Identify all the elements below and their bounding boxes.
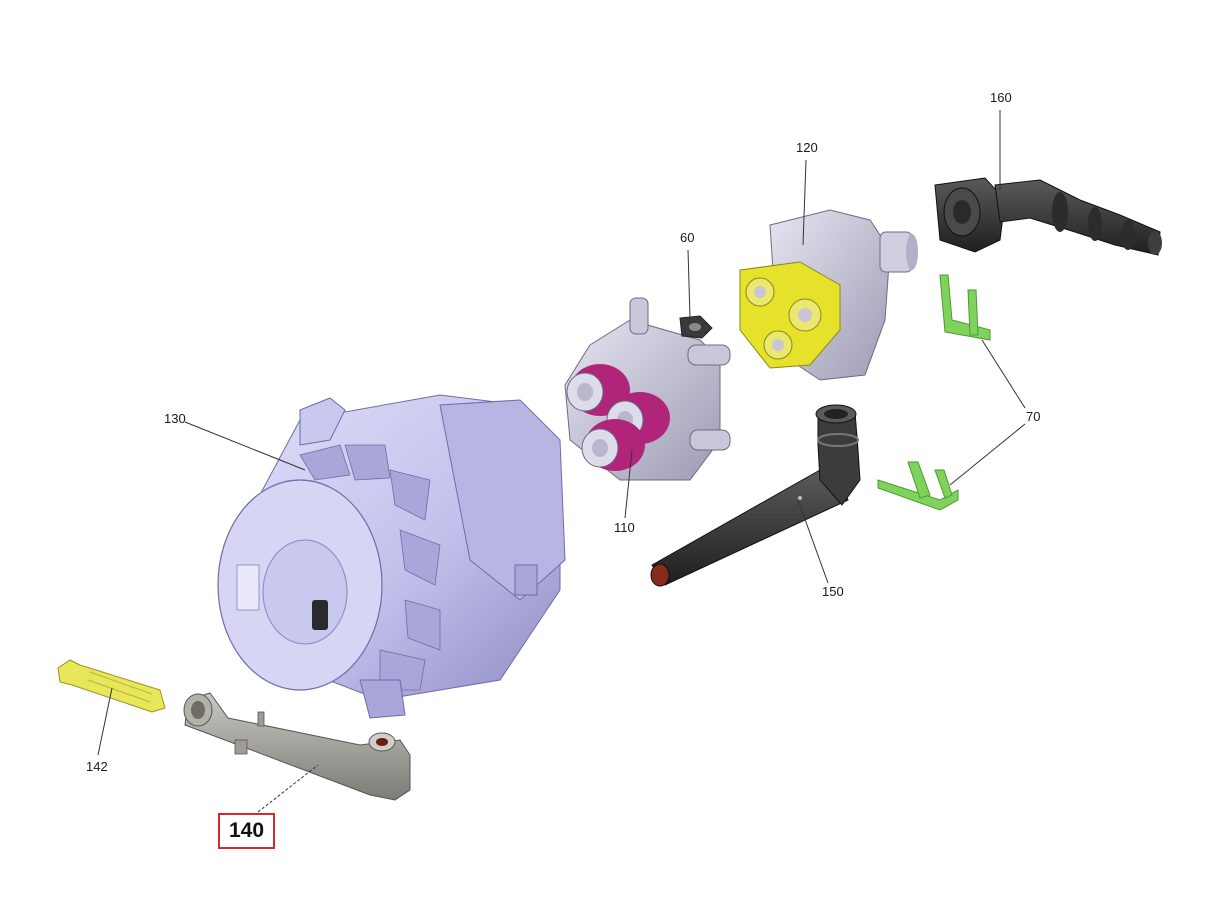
piston-upper bbox=[566, 364, 630, 416]
piston-lower bbox=[581, 419, 645, 471]
callout-130: 130 bbox=[164, 411, 186, 426]
valve-block-yellow bbox=[739, 261, 841, 369]
motor-part-130 bbox=[217, 394, 566, 719]
callout-140-highlighted: 140 bbox=[218, 813, 276, 849]
leader-120 bbox=[802, 159, 807, 246]
leader-70-lower bbox=[949, 423, 1026, 486]
outlet-pipe-part-140 bbox=[183, 692, 411, 801]
leader-142 bbox=[97, 687, 113, 756]
clip-lower-part-70 bbox=[877, 461, 959, 511]
hose-pipe-part-150 bbox=[650, 404, 861, 587]
inlet-connector-part-160 bbox=[934, 177, 1162, 256]
leader-70-upper bbox=[981, 339, 1026, 409]
callout-60: 60 bbox=[680, 230, 695, 245]
callout-120: 120 bbox=[796, 140, 818, 155]
leader-130 bbox=[184, 421, 306, 471]
callout-142: 142 bbox=[86, 759, 108, 774]
clip-upper-part-70 bbox=[939, 274, 991, 341]
leader-60 bbox=[687, 249, 691, 319]
valve-housing-part-120 bbox=[739, 209, 918, 381]
callout-110: 110 bbox=[614, 520, 635, 535]
cylinder-head-part-110 bbox=[564, 297, 731, 481]
leader-150 bbox=[797, 499, 829, 584]
leader-140 bbox=[257, 764, 319, 813]
callout-150: 150 bbox=[822, 584, 844, 599]
leader-110 bbox=[624, 449, 633, 519]
seal-part-60 bbox=[679, 315, 713, 339]
filter-part-142 bbox=[57, 659, 166, 713]
callout-160: 160 bbox=[990, 90, 1012, 105]
leader-lines bbox=[97, 110, 1026, 813]
callout-70: 70 bbox=[1026, 409, 1041, 424]
